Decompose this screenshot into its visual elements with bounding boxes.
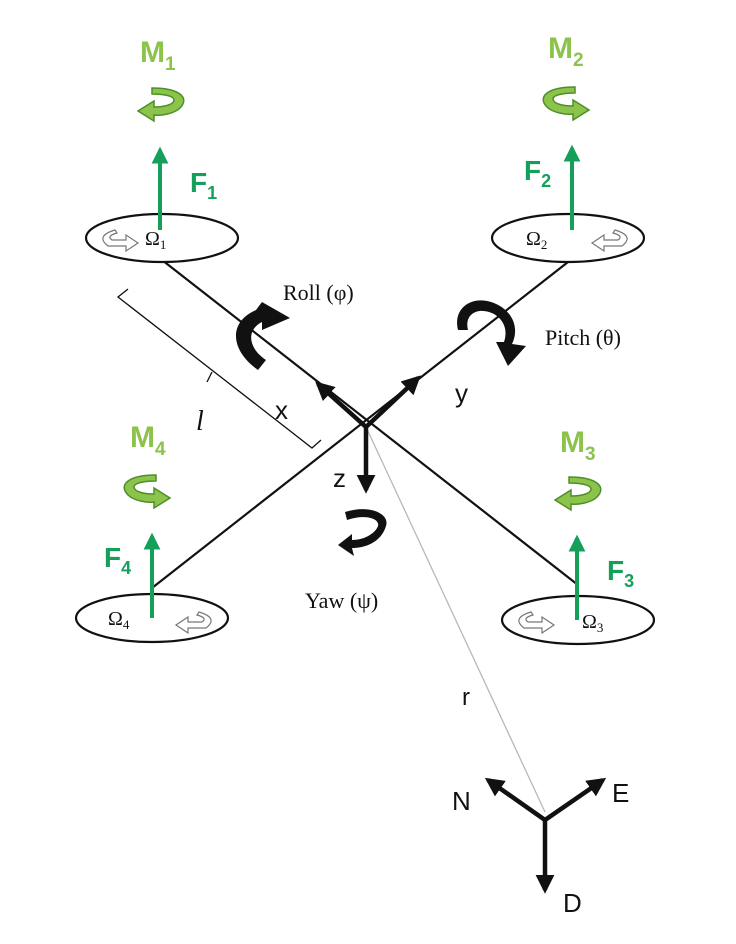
pitch-rotation-icon	[457, 300, 526, 366]
yaw-label: Yaw (ψ)	[305, 588, 378, 613]
pitch-label: Pitch (θ)	[545, 325, 621, 350]
hollow-curved-arrow-icon	[518, 611, 556, 635]
hollow-curved-arrow-icon	[102, 229, 140, 253]
rotation-arrows	[235, 300, 526, 556]
rotor-spin-arrows	[102, 229, 628, 635]
north-axis-arrow	[484, 777, 547, 822]
range-line	[365, 426, 546, 813]
hollow-curved-arrow-icon	[590, 229, 628, 253]
east-label: E	[612, 778, 629, 808]
curved-rotation-arrow-icon	[553, 476, 602, 512]
moment-arrows	[123, 86, 602, 512]
roll-rotation-icon	[235, 302, 290, 370]
rotor-2-disc	[490, 212, 646, 264]
y-axis-arrow	[364, 375, 421, 429]
force-label-1: F1	[190, 167, 217, 203]
moment-label-4: M4	[130, 421, 166, 460]
rotor-2-speed: Ω2	[526, 228, 547, 252]
curved-rotation-arrow-icon	[542, 86, 591, 122]
hollow-curved-arrow-icon	[174, 611, 212, 635]
east-axis-arrow	[543, 777, 607, 822]
x-axis-label: x	[275, 395, 288, 425]
yaw-rotation-icon	[338, 509, 387, 556]
moment-label-1: M1	[140, 36, 176, 75]
north-label: N	[452, 786, 471, 816]
roll-label: Roll (φ)	[283, 280, 354, 305]
curved-rotation-arrow-icon	[123, 474, 172, 510]
body-axes	[315, 375, 421, 494]
rotor-1-speed: Ω1	[145, 228, 166, 252]
rotor-4-speed: Ω4	[108, 608, 130, 632]
x-axis-arrow	[315, 381, 368, 429]
y-axis-label: y	[455, 378, 468, 408]
force-label-2: F2	[524, 155, 551, 191]
force-label-3: F3	[607, 555, 634, 591]
force-label-4: F4	[104, 542, 131, 578]
arm-length-bracket	[116, 288, 322, 449]
moment-label-2: M2	[548, 32, 584, 71]
down-label: D	[563, 888, 582, 918]
thrust-arrows	[143, 144, 586, 620]
curved-rotation-arrow-icon	[136, 87, 185, 123]
rotor-3-speed: Ω3	[582, 611, 603, 635]
z-axis-label: z	[333, 463, 346, 493]
moment-label-3: M3	[560, 426, 596, 465]
arm-length-label: l	[196, 406, 204, 437]
range-label: r	[462, 684, 470, 711]
ned-frame	[484, 777, 607, 894]
